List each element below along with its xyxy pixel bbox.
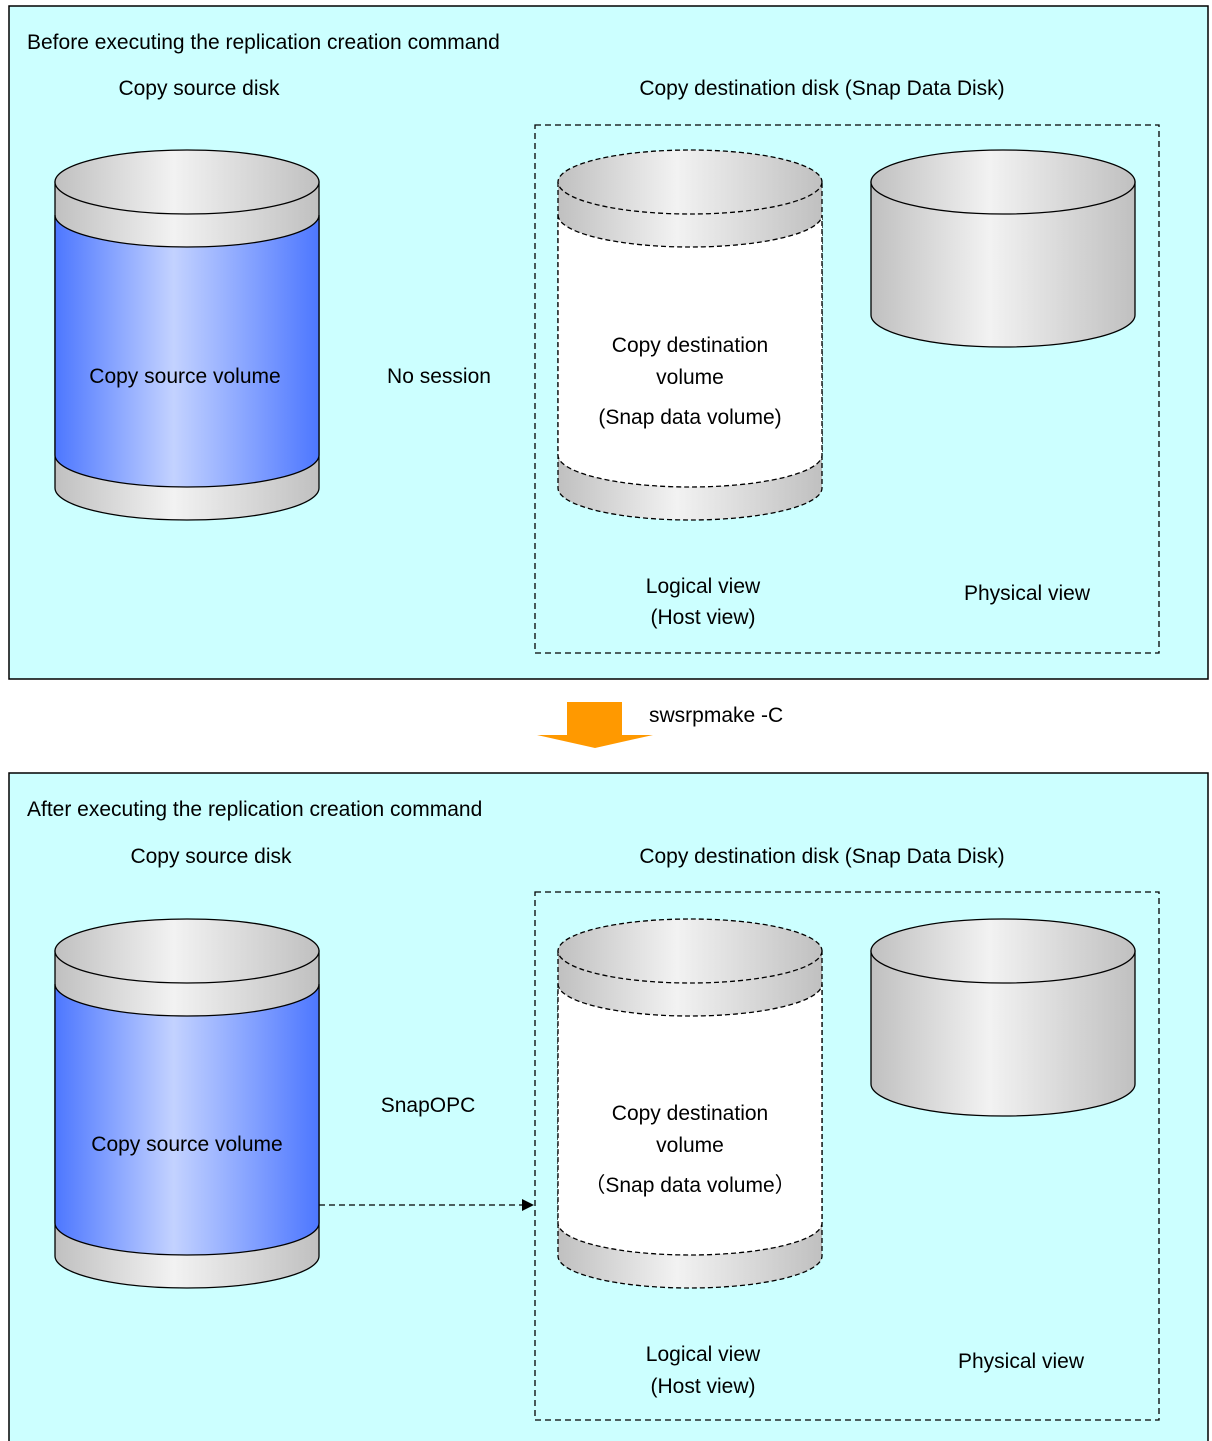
before-dest-volume-line2: volume [656,366,724,389]
before-panel: Before executing the replication creatio… [8,5,1209,680]
before-physical-disk-icon [870,149,1136,348]
before-dest-volume-line1: Copy destination [612,334,768,357]
before-dest-disk-box [534,124,1160,654]
down-arrow-icon [567,702,622,735]
before-logical-view-line2: (Host view) [650,606,755,629]
before-session-label: No session [387,365,491,388]
after-dest-disk-box [534,891,1160,1421]
after-dest-disk-label: Copy destination disk (Snap Data Disk) [639,845,1004,868]
before-source-volume [54,214,320,488]
before-logical-volume-icon: Copy destination volume (Snap data volum… [557,149,823,521]
before-dest-disk-label: Copy destination disk (Snap Data Disk) [639,77,1004,100]
after-source-volume [54,983,320,1256]
after-logical-volume-icon: Copy destination volume （Snap data volum… [557,918,823,1289]
after-source-disk-label: Copy source disk [130,845,292,868]
after-title: After executing the replication creation… [27,798,482,821]
after-dest-volume-line3: （Snap data volume） [584,1174,795,1197]
after-logical-view-line2: (Host view) [650,1375,755,1398]
before-dest-volume-line3: (Snap data volume) [598,406,781,429]
after-physical-disk-icon [870,918,1136,1117]
after-dest-volume-line1: Copy destination [612,1102,768,1125]
after-source-disk-icon: Copy source volume [54,918,320,1289]
after-physical-view-label: Physical view [958,1350,1085,1373]
after-source-volume-label: Copy source volume [91,1133,282,1156]
before-logical-view-line1: Logical view [646,575,761,598]
before-title: Before executing the replication creatio… [27,31,500,54]
before-physical-view-label: Physical view [964,582,1091,605]
before-source-disk-icon: Copy source volume [54,149,320,521]
transition-command-label: swsrpmake -C [649,704,783,727]
transition-arrow: swsrpmake -C [537,702,783,748]
before-source-volume-label: Copy source volume [89,365,280,388]
after-session-label: SnapOPC [381,1094,476,1117]
before-source-disk-label: Copy source disk [118,77,280,100]
after-dest-volume-line2: volume [656,1134,724,1157]
after-logical-view-line1: Logical view [646,1343,761,1366]
after-panel: After executing the replication creation… [8,772,1209,1441]
